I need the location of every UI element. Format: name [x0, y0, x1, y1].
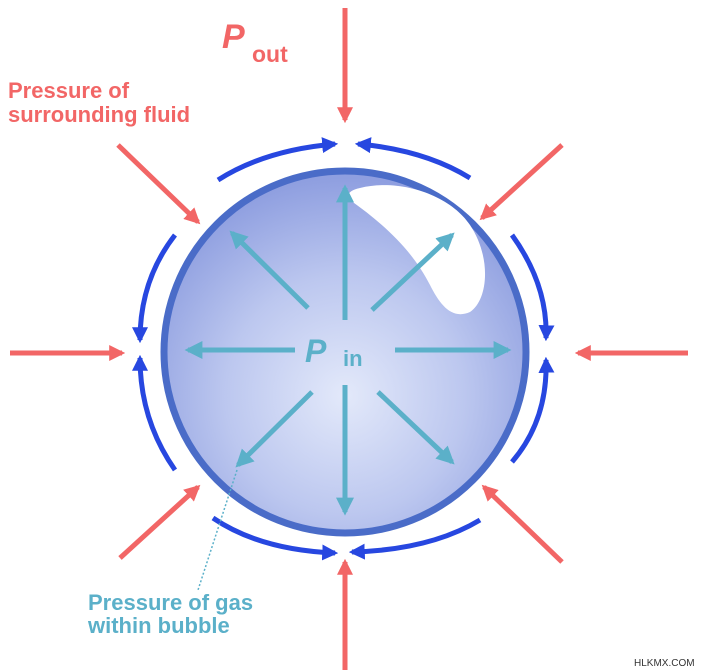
gas-label-line2: within bubble — [87, 613, 230, 638]
watermark: HLKMX.COM — [634, 658, 695, 669]
tension-arrow-right-upper — [509, 233, 555, 342]
tension-arrow-right-lower — [510, 356, 555, 464]
surrounding-label-line1: Pressure of — [8, 78, 130, 103]
gas-label-pointer — [197, 469, 238, 591]
p-out-subscript: out — [252, 41, 288, 67]
tension-arrow-bottom-right — [348, 517, 482, 560]
surface-tension-arrows — [132, 137, 555, 561]
inner-arrow-up-right — [370, 232, 455, 312]
outer-arrow-top-right — [479, 143, 564, 221]
p-in-symbol: P — [305, 333, 327, 369]
surrounding-label-line2: surrounding fluid — [8, 102, 190, 127]
tension-arrow-left-upper — [132, 233, 177, 344]
bubble — [160, 167, 530, 537]
tension-arrow-top-right — [354, 137, 472, 181]
tension-arrow-left-lower — [132, 354, 178, 472]
inner-pressure-arrows — [184, 184, 512, 516]
bubble-highlight — [348, 185, 486, 315]
outer-arrow-top-left — [116, 143, 201, 225]
outer-arrow-bottom-right — [481, 484, 564, 564]
gas-label-line1: Pressure of gas — [88, 590, 253, 615]
p-in-subscript: in — [343, 346, 363, 371]
inner-arrow-down-left — [235, 390, 314, 468]
inner-arrow-up-left — [229, 230, 310, 310]
inner-arrow-down-right — [376, 390, 455, 465]
outer-pressure-arrows — [10, 8, 688, 670]
p-out-symbol: P — [222, 18, 245, 56]
tension-arrow-top-left — [216, 137, 339, 183]
outer-arrow-bottom-left — [118, 484, 201, 560]
tension-arrow-bottom-left — [211, 515, 339, 561]
